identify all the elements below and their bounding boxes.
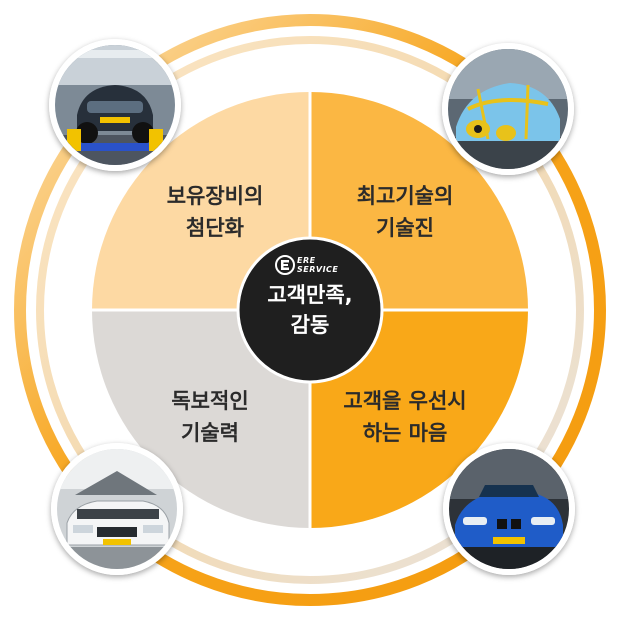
center-line-2: 감동 xyxy=(290,313,330,337)
quadrant-bottom-left xyxy=(92,310,310,528)
label-bottom-left-line-2: 기술력 xyxy=(181,421,239,445)
label-top-left-line-1: 보유장비의 xyxy=(166,184,264,208)
label-top-right: 최고기술의 기술진 xyxy=(305,180,505,244)
label-bottom-left: 독보적인 기술력 xyxy=(110,385,310,449)
logo-text: ERE SERVICE xyxy=(297,256,338,274)
logo-e-icon xyxy=(275,255,295,275)
photo-car-on-lift xyxy=(49,39,181,171)
label-top-left-line-2: 첨단화 xyxy=(186,216,244,240)
ere-service-logo: ERE SERVICE xyxy=(275,254,349,276)
quadrant-top-right xyxy=(310,92,528,310)
center-label: 고객만족, 감동 xyxy=(240,280,380,340)
center-line-1: 고객만족, xyxy=(267,283,353,307)
car-on-lift-icon xyxy=(55,45,175,165)
label-bottom-right-line-2: 하는 마음 xyxy=(362,421,448,445)
label-bottom-left-line-1: 독보적인 xyxy=(171,389,249,413)
label-top-left: 보유장비의 첨단화 xyxy=(115,180,315,244)
photo-masked-car xyxy=(442,43,574,175)
label-bottom-right: 고객을 우선시 하는 마음 xyxy=(305,385,505,449)
label-top-right-line-2: 기술진 xyxy=(376,216,434,240)
photo-open-hood-car xyxy=(51,443,183,575)
center-circle xyxy=(236,236,384,384)
quadrant-bottom-right xyxy=(310,310,528,528)
blue-car-icon xyxy=(449,449,569,569)
label-bottom-right-line-1: 고객을 우선시 xyxy=(343,389,467,413)
logo-line-2: SERVICE xyxy=(297,265,339,274)
open-hood-car-icon xyxy=(57,449,177,569)
masked-car-icon xyxy=(448,49,568,169)
quadrant-top-left xyxy=(92,92,310,310)
outer-ring xyxy=(14,14,606,606)
photo-blue-car xyxy=(443,443,575,575)
logo-line-1: ERE xyxy=(297,256,316,265)
label-top-right-line-1: 최고기술의 xyxy=(356,184,454,208)
